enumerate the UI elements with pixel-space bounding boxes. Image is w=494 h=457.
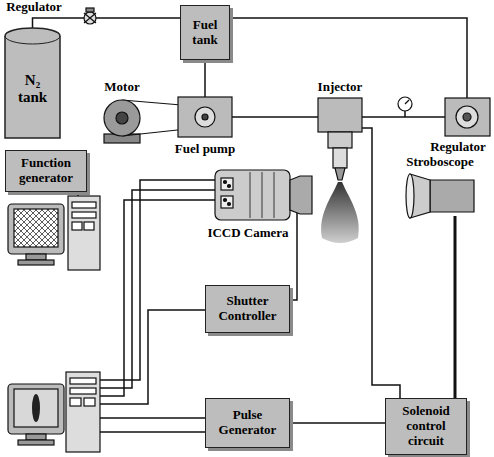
wire (100, 417, 205, 419)
pipe-line (290, 422, 385, 424)
instrument-box: Solenoid control circuit (385, 398, 467, 455)
injector (328, 132, 352, 148)
fuel-spray (321, 182, 359, 243)
part-name: Fuel pump (175, 142, 235, 157)
regulator-valve (445, 98, 490, 136)
motor (104, 100, 140, 136)
regulator-valve (456, 106, 478, 128)
wire (362, 116, 445, 118)
computer (70, 388, 96, 394)
stroboscope (430, 180, 474, 212)
regulator-valve (84, 12, 96, 24)
regulator-valve (463, 113, 471, 121)
computer (14, 389, 58, 427)
computer (72, 212, 96, 218)
computer (18, 260, 54, 265)
injector (333, 148, 347, 168)
box-label: Fuel tank (185, 18, 225, 48)
wire (204, 60, 206, 97)
motor (116, 112, 128, 124)
regulator-valve (445, 98, 490, 136)
wire (100, 190, 215, 388)
wire (100, 310, 205, 404)
pressure-gauge (398, 97, 412, 111)
computer (66, 372, 100, 452)
iccd-camera (228, 203, 231, 206)
computer (84, 222, 94, 230)
wire (404, 111, 406, 117)
iccd-camera (215, 170, 290, 220)
instrument-box: Shutter Controller (205, 285, 290, 333)
box-label: Solenoid control circuit (390, 404, 462, 449)
iccd-camera (290, 176, 312, 214)
tank-outline (5, 36, 60, 44)
computer (8, 196, 100, 270)
regulator-valve (86, 8, 94, 12)
fuel-pump (202, 114, 208, 120)
iccd-camera (250, 172, 274, 218)
wire (232, 116, 318, 118)
regulator-valve (84, 13, 96, 23)
wire (362, 128, 400, 398)
part-name: Regulator (430, 140, 486, 155)
computer (68, 196, 100, 270)
tank-outline (5, 28, 60, 138)
instrument-box: Function generator (5, 150, 87, 192)
fuel-spray (321, 182, 359, 243)
computer (8, 384, 64, 434)
part-name: Stroboscope (406, 155, 474, 170)
instrument-box: Pulse Generator (205, 398, 290, 448)
wire (100, 431, 205, 433)
part-name: Regulator (6, 0, 62, 15)
iccd-camera (221, 178, 233, 190)
wire (78, 18, 467, 432)
box-label: Function generator (10, 156, 82, 186)
box-label: N₂ tank (9, 72, 56, 107)
part-name: Motor (104, 80, 139, 95)
regulator-valve (84, 8, 96, 24)
box-label: Pulse Generator (210, 408, 285, 438)
wire (454, 216, 457, 398)
fuel-pump (178, 97, 232, 137)
part-name: Injector (318, 80, 363, 95)
injector (335, 168, 345, 180)
computer (72, 202, 96, 208)
computer (70, 398, 81, 406)
iccd-camera (224, 199, 227, 202)
injector (318, 98, 362, 180)
computer (32, 394, 40, 422)
computer (8, 204, 64, 254)
fuel-pump (195, 107, 215, 127)
stroboscope (406, 174, 414, 218)
iccd-camera (221, 196, 233, 208)
computer (26, 434, 46, 440)
computer (14, 209, 58, 247)
pipe-line (33, 18, 181, 28)
computer (70, 378, 96, 384)
injector (318, 98, 362, 132)
computer (72, 222, 82, 230)
box-label: Shutter Controller (210, 294, 285, 324)
iccd-camera (224, 181, 227, 184)
wire (100, 180, 215, 380)
tank-box: Fuel tank (180, 5, 230, 60)
wire (100, 200, 215, 396)
pressure-gauge (405, 100, 409, 104)
computer (8, 372, 100, 452)
fuel-pump (178, 97, 232, 137)
pressure-gauge (398, 97, 412, 111)
computer (26, 254, 46, 260)
part-name: ICCD Camera (207, 226, 288, 241)
wire (230, 18, 467, 98)
iccd-camera (228, 185, 231, 188)
computer (84, 398, 95, 406)
iccd-camera (215, 170, 312, 220)
stroboscope (406, 174, 474, 218)
computer (18, 440, 54, 445)
gas-tank: N₂ tank (5, 28, 60, 140)
wire (290, 212, 297, 300)
